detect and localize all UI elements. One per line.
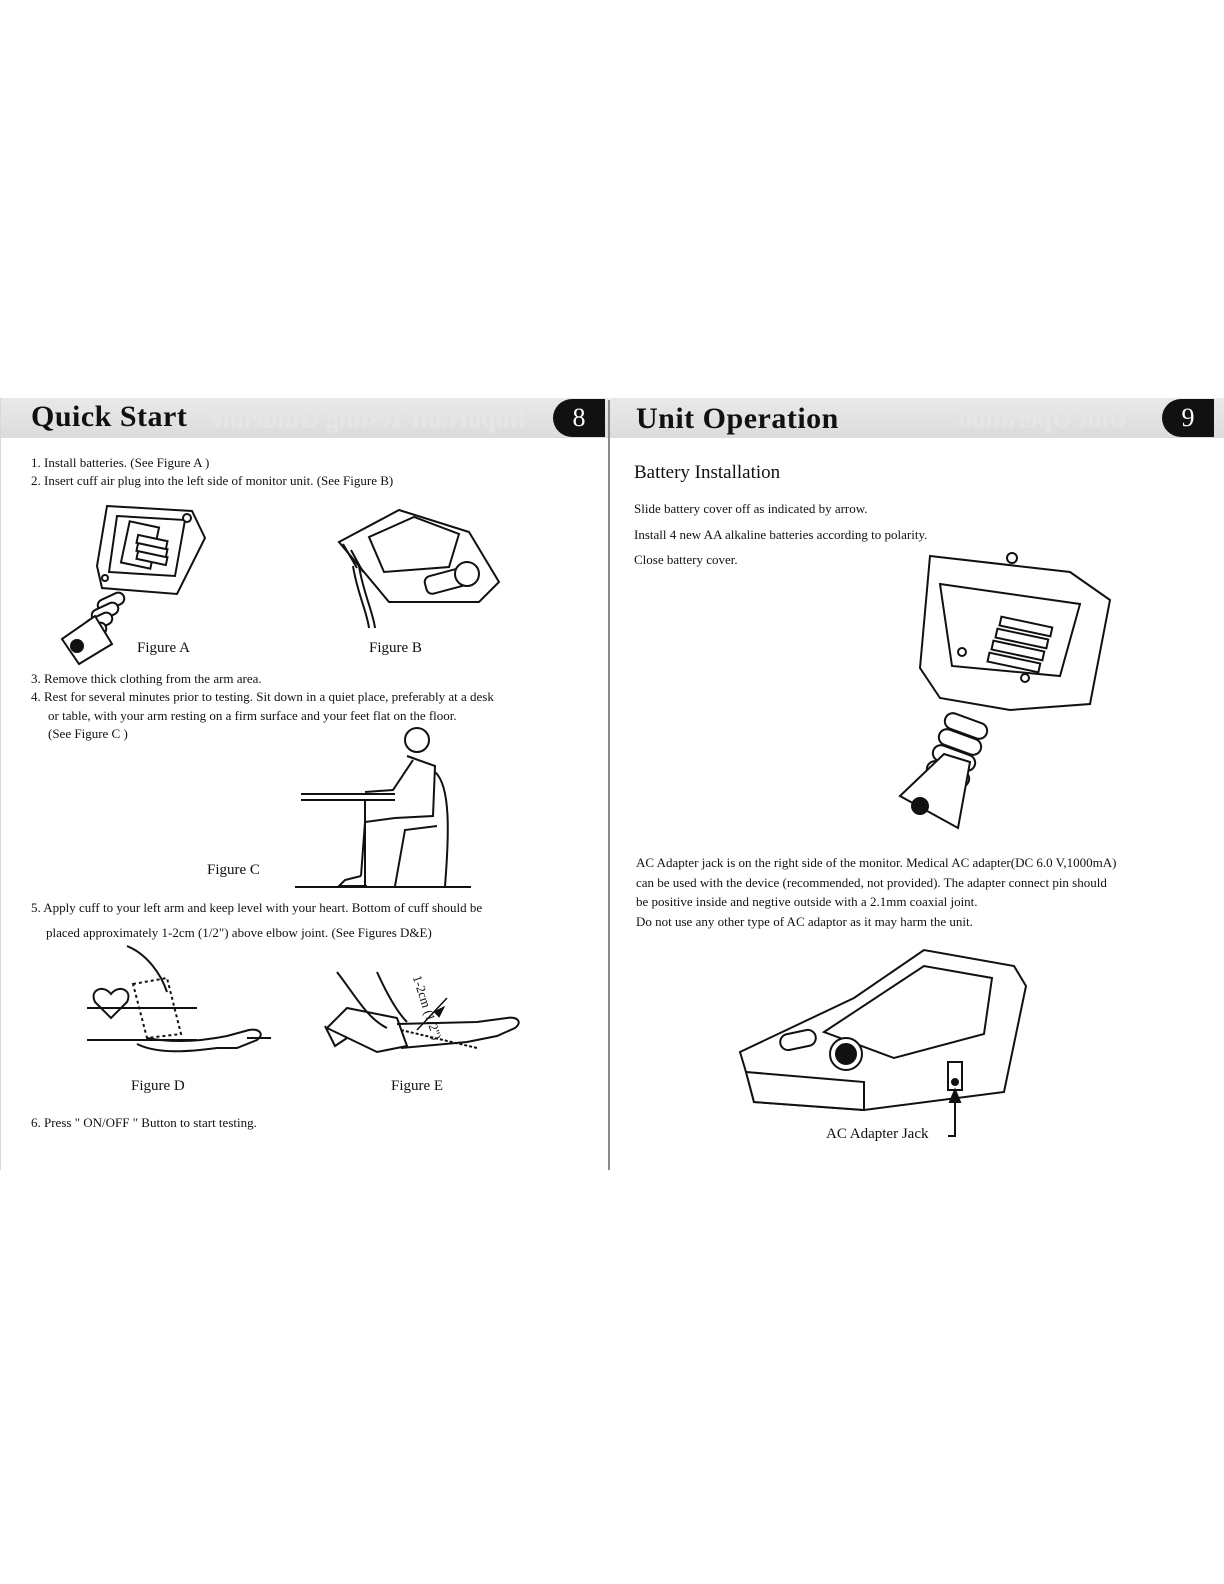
battery-step-1: Slide battery cover off as indicated by …	[634, 501, 868, 516]
figure-c-label: Figure C	[207, 862, 260, 878]
adapter-line-1: AC Adapter jack is on the right side of …	[636, 855, 1117, 870]
battery-installation-illustration	[898, 552, 1112, 830]
battery-step-2: Install 4 new AA alkaline batteries acco…	[634, 527, 928, 542]
header-bar-right: Unit Operation Unit Operation 9	[610, 398, 1224, 438]
header-bar-left: Important Testing Guideline Quick Start …	[1, 398, 609, 438]
figure-b-label: Figure B	[369, 640, 422, 656]
figure-e-cuff-placement-illustration	[324, 971, 520, 1054]
step-4-cont: or table, with your arm resting on a fir…	[48, 708, 457, 723]
page-number-left: 8	[553, 399, 605, 437]
battery-step-3: Close battery cover.	[634, 552, 738, 567]
ac-adapter-jack-illustration	[738, 948, 1028, 1137]
figure-d-label: Figure D	[131, 1078, 185, 1094]
right-page: Unit Operation Unit Operation 9 Battery …	[610, 398, 1224, 1170]
step-1: 1. Install batteries. (See Figure A )	[31, 455, 210, 470]
adapter-line-3: be positive inside and negtive outside w…	[636, 894, 978, 909]
figure-d-heart-level-illustration	[87, 945, 271, 1053]
battery-installation-heading: Battery Installation	[634, 462, 781, 483]
page-divider	[608, 400, 610, 1170]
adapter-line-4: Do not use any other type of AC adaptor …	[636, 914, 973, 929]
figure-c-seated-posture-illustration	[295, 727, 471, 888]
figure-a-label: Figure A	[137, 640, 190, 656]
step-3: 3. Remove thick clothing from the arm ar…	[31, 671, 262, 686]
page-number-right: 9	[1162, 399, 1214, 437]
adapter-line-2: can be used with the device (recommended…	[636, 875, 1107, 890]
header-show-through: Unit Operation	[958, 404, 1128, 433]
figure-e-label: Figure E	[391, 1078, 444, 1094]
page-title-left: Quick Start	[31, 400, 188, 433]
step-5-cont: placed approximately 1-2cm (1/2") above …	[46, 925, 432, 940]
header-show-through: Important Testing Guideline	[211, 404, 528, 433]
figure-b-cuff-plug-illustration	[337, 508, 501, 629]
step-6: 6. Press " ON/OFF " Button to start test…	[31, 1115, 257, 1130]
ac-adapter-jack-label: AC Adapter Jack	[826, 1126, 929, 1142]
left-page: Important Testing Guideline Quick Start …	[0, 398, 609, 1170]
page-title-right: Unit Operation	[636, 402, 839, 435]
figure-a-battery-install-illustration	[60, 504, 207, 666]
step-4: 4. Rest for several minutes prior to tes…	[31, 689, 494, 704]
step-4-ref: (See Figure C )	[48, 726, 128, 741]
step-2: 2. Insert cuff air plug into the left si…	[31, 473, 394, 488]
step-5: 5. Apply cuff to your left arm and keep …	[31, 900, 483, 915]
